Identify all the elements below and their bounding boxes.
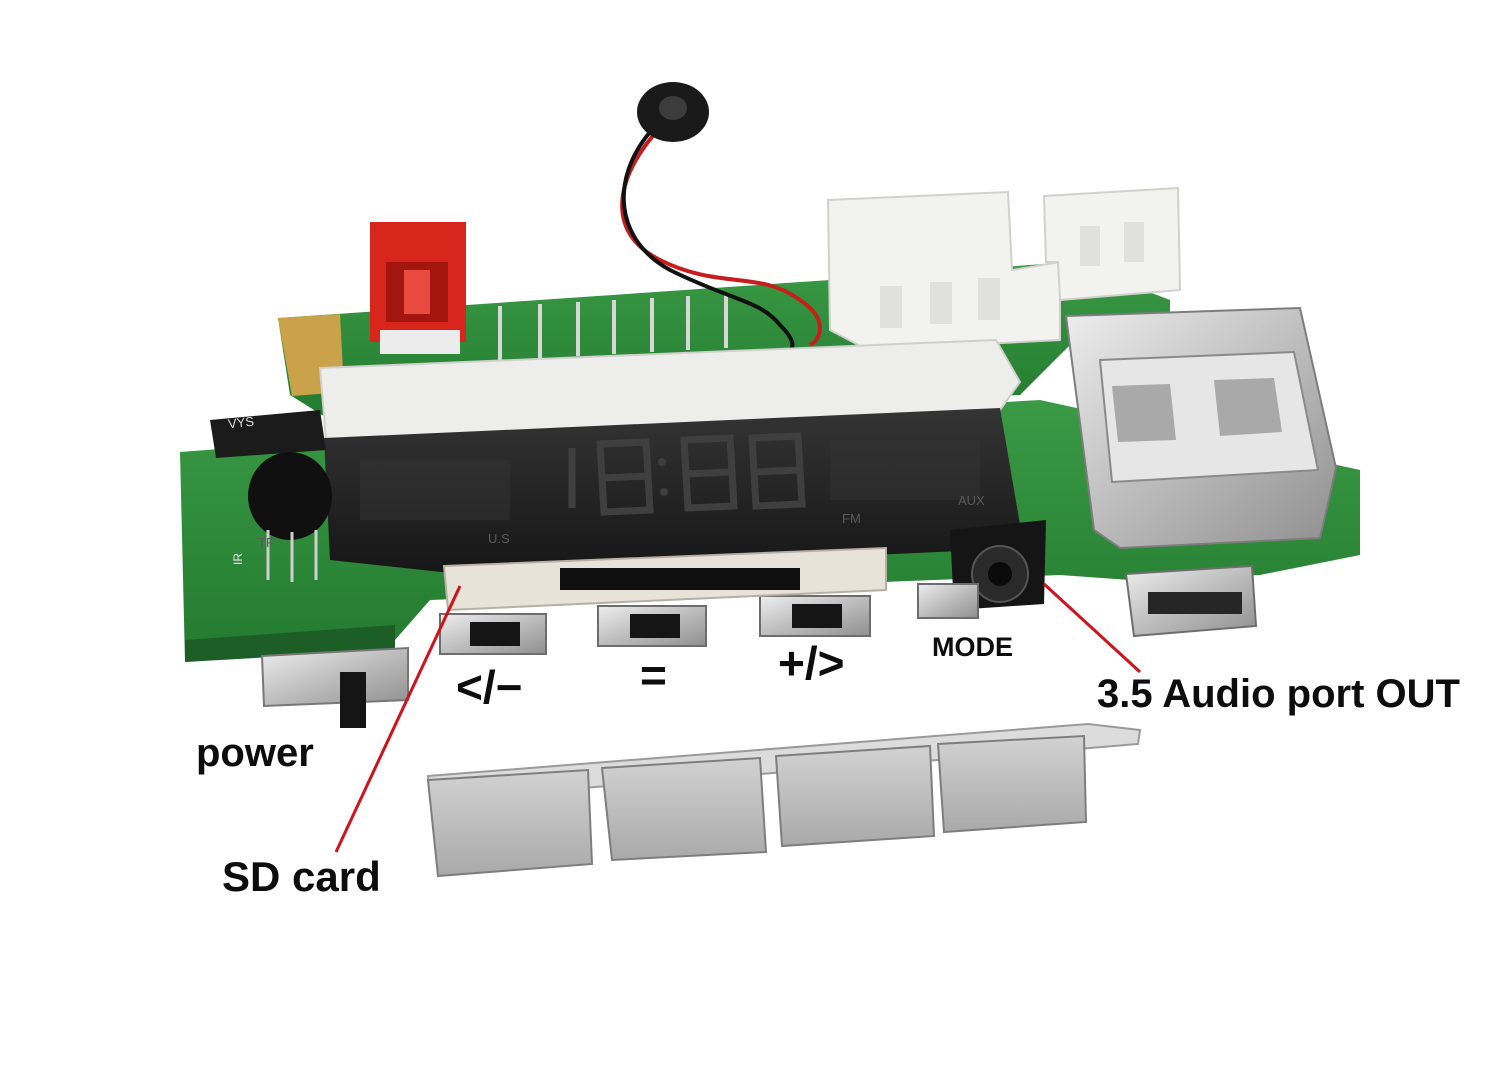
mode-label: MODE xyxy=(932,632,1013,662)
power-switch xyxy=(260,646,409,728)
audio-port-pointer-line xyxy=(1042,582,1142,674)
play-button-label: = xyxy=(640,649,667,701)
button-caps xyxy=(426,722,1142,878)
header-pins xyxy=(498,294,728,360)
white-connectors xyxy=(826,186,1182,352)
red-power-connector xyxy=(370,222,466,354)
prev-button-label: </− xyxy=(456,661,523,713)
sd-card-label: SD card xyxy=(222,853,381,900)
power-label: power xyxy=(196,731,314,775)
ir-receiver xyxy=(210,410,332,582)
microphone xyxy=(620,82,822,353)
sd-card-slot xyxy=(442,546,887,612)
mini-usb-port xyxy=(1124,564,1258,638)
sd-card-pointer-line xyxy=(334,585,462,853)
board-brand-print: VYS xyxy=(227,413,255,432)
ir-print: IR xyxy=(231,553,245,565)
usb-a-port xyxy=(1064,306,1338,550)
tf-print: TF xyxy=(258,535,274,550)
next-button-label: +/> xyxy=(778,637,845,689)
aux-print: AUX xyxy=(958,493,985,508)
led-display xyxy=(324,408,1024,574)
fm-print: FM xyxy=(842,511,861,526)
audio-out-label: 3.5 Audio port OUT xyxy=(1097,672,1460,716)
tact-buttons xyxy=(439,583,979,655)
usb-print: U.S xyxy=(488,531,510,546)
annotation-lines xyxy=(334,582,1142,853)
